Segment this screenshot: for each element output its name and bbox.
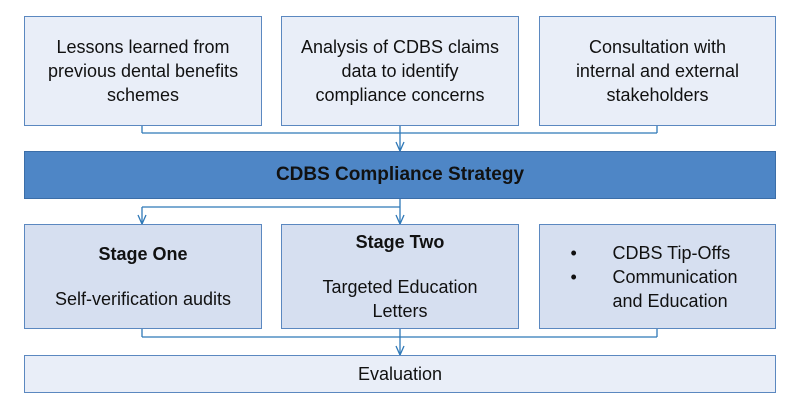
activities-list: CDBS Tip-Offs Communication and Educatio… bbox=[563, 241, 753, 313]
input-box-text: Consultation with internal and external … bbox=[575, 37, 740, 105]
stage-one-box: Stage One Self-verification audits bbox=[24, 224, 262, 329]
stage-two-box: Stage Two Targeted Education Letters bbox=[281, 224, 519, 329]
activities-box: CDBS Tip-Offs Communication and Educatio… bbox=[539, 224, 776, 329]
input-box-text: Analysis of CDBS claims data to identify… bbox=[300, 37, 500, 105]
stage-description: Targeted Education Letters bbox=[322, 277, 478, 321]
list-item: CDBS Tip-Offs bbox=[563, 241, 753, 265]
evaluation-box: Evaluation bbox=[24, 355, 776, 393]
stage-title: Stage Two bbox=[355, 232, 445, 252]
input-box-lessons: Lessons learned from previous dental ben… bbox=[24, 16, 262, 126]
strategy-banner: CDBS Compliance Strategy bbox=[24, 151, 776, 199]
stage-title: Stage One bbox=[98, 244, 188, 264]
evaluation-title: Evaluation bbox=[357, 364, 443, 384]
stage-description: Self-verification audits bbox=[54, 289, 232, 309]
input-box-text: Lessons learned from previous dental ben… bbox=[47, 37, 239, 105]
input-box-consultation: Consultation with internal and external … bbox=[539, 16, 776, 126]
input-box-claims-analysis: Analysis of CDBS claims data to identify… bbox=[281, 16, 519, 126]
list-item: Communication and Education bbox=[563, 265, 753, 313]
strategy-title: CDBS Compliance Strategy bbox=[275, 164, 525, 185]
